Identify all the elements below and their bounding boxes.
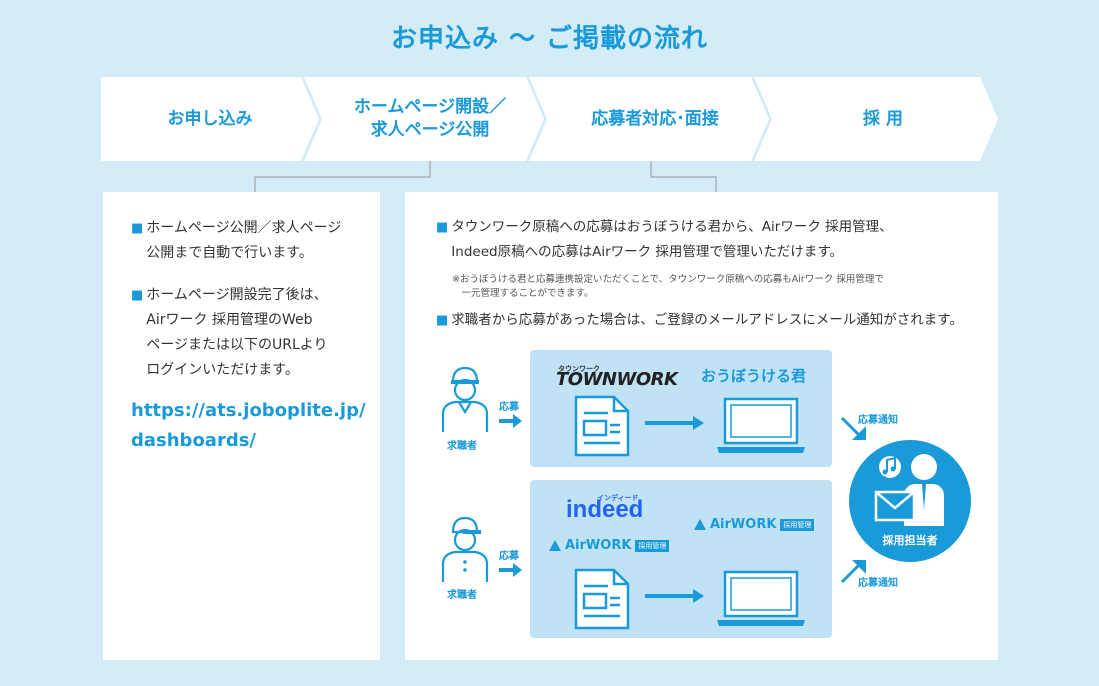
right-bullet-1: ■タウンワーク原稿への応募はおうぼうける君から、Airワーク 採用管理、 Ind… — [436, 215, 996, 265]
left-bullet-2-text: ホームページ開設完了後は、 Airワーク 採用管理のWeb ページまたは以下のU… — [146, 287, 328, 378]
bullet-square-icon: ■ — [436, 313, 449, 328]
laptop-icon — [717, 570, 805, 626]
recruiter-icon — [874, 454, 944, 526]
airwork-triangle-icon — [549, 540, 561, 551]
airwork-logo-text: AirWORK — [565, 538, 632, 553]
bullet-square-icon: ■ — [131, 288, 144, 303]
airwork-logo-left: AirWORK 採用管理 — [549, 538, 670, 553]
right-note: ※おうぼうける君と応募連携設定いただくことで、タウンワーク原稿への応募もAirワ… — [452, 274, 884, 299]
chevron-shape — [529, 77, 769, 161]
notify-label-bottom: 応募通知 — [858, 578, 898, 589]
airwork-logo-right: AirWORK 採用管理 — [694, 517, 815, 532]
arrow-up-right-icon — [840, 560, 866, 584]
dashboard-url-link[interactable]: https://ats.joboplite.jp/ dashboards/ — [131, 400, 366, 451]
step-hire: 採 用 — [754, 77, 998, 161]
right-bullet-1-text: タウンワーク原稿への応募はおうぼうける君から、Airワーク 採用管理、 Inde… — [451, 219, 893, 260]
arrow-right-icon — [499, 563, 522, 577]
step-label: 採 用 — [863, 108, 903, 129]
oubo-label: おうぼうける君 — [701, 367, 807, 385]
right-bullet-2: ■求職者から応募があった場合は、ご登録のメールアドレスにメール通知がされます。 — [436, 308, 996, 333]
indeed-kana: インディード — [597, 494, 639, 502]
person-icon — [441, 366, 489, 432]
townwork-logo: TOWNWORK — [556, 369, 678, 390]
apply-label: 応募 — [499, 402, 519, 413]
left-panel — [103, 192, 380, 660]
indeed-logo: indeed — [566, 496, 644, 523]
left-bullet-1-text: ホームページ公開／求人ページ 公開まで自動で行います。 — [146, 220, 342, 261]
notify-label-top: 応募通知 — [858, 415, 898, 426]
townwork-kana: タウンワーク — [558, 365, 600, 373]
right-bullet-2-text: 求職者から応募があった場合は、ご登録のメールアドレスにメール通知がされます。 — [451, 312, 963, 328]
applicant-label: 求職者 — [447, 590, 477, 601]
apply-label: 応募 — [499, 551, 519, 562]
chevron-shape — [304, 77, 544, 161]
left-bullet-1: ■ホームページ公開／求人ページ 公開まで自動で行います。 — [131, 216, 371, 266]
page-title: お申込み 〜 ご掲載の流れ — [390, 24, 709, 54]
arrow-down-right-icon — [840, 416, 866, 440]
person-icon — [441, 516, 489, 582]
airwork-triangle-icon — [694, 519, 706, 530]
step-label: ホームページ開設／ 求人ページ公開 — [353, 97, 507, 140]
step-label: お申し込み — [167, 108, 253, 129]
step-apply: お申し込み — [101, 77, 319, 161]
laptop-icon — [717, 397, 805, 453]
arrow-right-icon — [645, 589, 704, 603]
chevron-shape — [754, 77, 998, 161]
applicant-label: 求職者 — [447, 441, 477, 452]
arrow-right-icon — [499, 414, 522, 428]
bullet-square-icon: ■ — [436, 220, 449, 235]
airwork-badge: 採用管理 — [780, 518, 815, 531]
bullet-square-icon: ■ — [131, 221, 144, 236]
airwork-logo-text: AirWORK — [710, 517, 777, 532]
document-icon — [574, 395, 630, 457]
step-interview: 応募者対応･面接 — [529, 77, 769, 161]
airwork-badge: 採用管理 — [635, 539, 670, 552]
step-label: 応募者対応･面接 — [591, 108, 719, 129]
document-icon — [574, 568, 630, 630]
chevron-shape — [101, 77, 319, 161]
step-homepage: ホームページ開設／ 求人ページ公開 — [304, 77, 544, 161]
arrow-right-icon — [645, 416, 704, 430]
left-bullet-2: ■ホームページ開設完了後は、 Airワーク 採用管理のWeb ページまたは以下の… — [131, 283, 371, 383]
recruiter-label: 採用担当者 — [882, 534, 938, 547]
